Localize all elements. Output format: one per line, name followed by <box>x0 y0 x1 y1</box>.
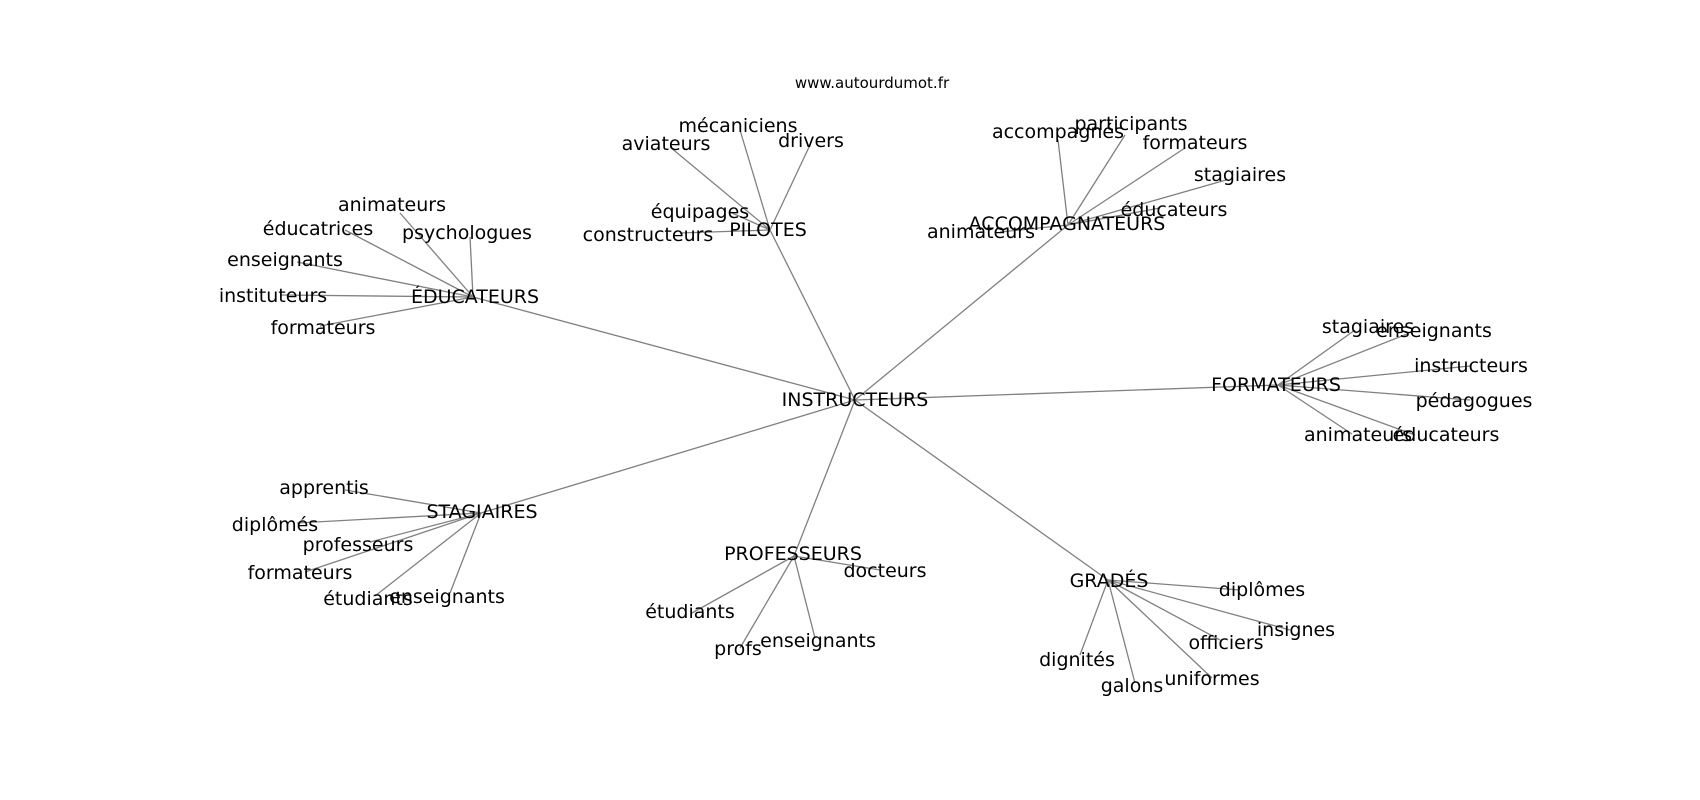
hub-node-formateurs: FORMATEURS <box>1211 374 1341 396</box>
leaf-node-psychologues: psychologues <box>402 222 532 244</box>
edge-educateurs-enseignants <box>296 261 474 298</box>
edge-pilotes-equipages <box>729 211 771 231</box>
edge-center-stagiaires <box>480 399 856 514</box>
edge-educateurs-animateurs <box>399 212 474 298</box>
leaf-node-constructeurs: constructeurs <box>583 224 714 246</box>
leaf-node-pedagogues: pédagogues <box>1416 390 1533 412</box>
leaf-node-stagiaires: stagiaires <box>1194 164 1286 186</box>
leaf-node-etudiants: étudiants <box>323 588 413 610</box>
edge-pilotes-drivers <box>769 144 811 231</box>
edge-stagiaires-apprentis <box>344 489 482 514</box>
leaf-node-accompagnes: accompagnés <box>992 121 1124 143</box>
edge-stagiaires-professeurs <box>369 512 482 543</box>
leaf-node-officiers: officiers <box>1188 632 1263 654</box>
edge-professeurs-profs <box>739 555 795 649</box>
edge-formateurs-stagiaires <box>1277 329 1356 386</box>
edge-stagiaires-enseignants <box>449 512 482 594</box>
edge-grades-officiers <box>1107 579 1221 641</box>
leaf-node-dignites: dignités <box>1039 649 1115 671</box>
edge-pilotes-mecaniciens <box>739 129 771 231</box>
hub-node-accompagnateurs: ACCOMPAGNATEURS <box>969 213 1166 235</box>
edge-grades-uniformes <box>1107 579 1213 679</box>
leaf-node-etudiants: étudiants <box>645 601 735 623</box>
edge-stagiaires-diplomes <box>296 512 482 524</box>
edge-formateurs-enseignants <box>1277 333 1408 386</box>
leaf-node-apprentis: apprentis <box>279 477 369 499</box>
edge-grades-insignes <box>1107 579 1291 631</box>
edge-accompagnateurs-stagiaires <box>1067 179 1227 226</box>
leaf-node-formateurs: formateurs <box>248 562 353 584</box>
edge-center-accompagnateurs <box>854 224 1069 401</box>
edge-formateurs-instructeurs <box>1277 365 1471 386</box>
leaf-node-diplomes: diplômés <box>232 514 318 536</box>
edge-pilotes-constructeurs <box>679 229 771 234</box>
edge-pilotes-aviateurs <box>669 146 771 231</box>
edge-formateurs-animateurs <box>1277 384 1353 435</box>
edge-educateurs-psychologues <box>469 236 474 298</box>
leaf-node-diplomes: diplômes <box>1219 579 1305 601</box>
leaf-node-equipages: équipages <box>651 201 749 223</box>
hub-node-professeurs: PROFESSEURS <box>724 543 862 565</box>
edge-accompagnateurs-accompagnes <box>1057 139 1069 226</box>
hub-node-grades: GRADÉS <box>1070 569 1149 592</box>
leaf-node-instituteurs: instituteurs <box>219 285 327 307</box>
edge-grades-galons <box>1107 579 1136 684</box>
leaf-node-educateurs: éducateurs <box>1393 424 1500 446</box>
hub-node-stagiaires: STAGIAIRES <box>426 501 537 523</box>
edge-educateurs-educatrices <box>344 229 474 298</box>
node-labels: INSTRUCTEURSÉDUCATEURSanimateurséducatri… <box>219 113 1533 697</box>
edge-formateurs-pedagogues <box>1277 384 1471 401</box>
edge-center-educateurs <box>472 296 856 401</box>
leaf-node-enseignants: enseignants <box>227 249 343 271</box>
leaf-node-animateurs: animateurs <box>338 194 446 216</box>
leaf-node-insignes: insignes <box>1257 619 1335 641</box>
leaf-node-instructeurs: instructeurs <box>1414 355 1528 377</box>
edge-educateurs-formateurs <box>319 296 474 327</box>
edge-formateurs-educateurs <box>1277 384 1416 436</box>
leaf-node-participants: participants <box>1074 113 1187 135</box>
leaf-node-stagiaires: stagiaires <box>1322 316 1414 338</box>
edge-professeurs-enseignants <box>793 555 816 639</box>
leaf-node-uniformes: uniformes <box>1164 668 1259 690</box>
hub-node-educateurs: ÉDUCATEURS <box>411 285 539 308</box>
leaf-node-educatrices: éducatrices <box>263 218 373 240</box>
leaf-node-enseignants: enseignants <box>389 586 505 608</box>
edge-accompagnateurs-participants <box>1067 134 1126 226</box>
edge-stagiaires-formateurs <box>304 512 482 573</box>
edge-accompagnateurs-educateurs <box>1067 207 1161 226</box>
edge-center-pilotes <box>769 229 856 401</box>
edge-accompagnateurs-formateurs <box>1067 147 1186 226</box>
hub-node-pilotes: PILOTES <box>729 219 807 241</box>
leaf-node-formateurs: formateurs <box>271 317 376 339</box>
leaf-node-galons: galons <box>1101 675 1164 697</box>
edge-educateurs-instituteurs <box>280 294 474 298</box>
leaf-node-enseignants: enseignants <box>760 630 876 652</box>
leaf-node-enseignants: enseignants <box>1376 320 1492 342</box>
leaf-node-docteurs: docteurs <box>843 560 926 582</box>
edge-accompagnateurs-animateurs <box>999 224 1069 233</box>
edge-center-grades <box>854 399 1109 581</box>
edge-grades-diplomes <box>1107 579 1241 591</box>
leaf-node-professeurs: professeurs <box>303 534 414 556</box>
leaf-node-educateurs: éducateurs <box>1121 199 1228 221</box>
site-url: www.autourdumot.fr <box>795 74 950 92</box>
leaf-node-mecaniciens: mécaniciens <box>679 115 798 137</box>
edge-professeurs-etudiants <box>691 555 795 614</box>
edge-grades-dignites <box>1079 579 1109 656</box>
leaf-node-formateurs: formateurs <box>1143 132 1248 154</box>
center-node-label: INSTRUCTEURS <box>782 389 929 411</box>
edge-professeurs-docteurs <box>793 555 881 571</box>
edge-center-formateurs <box>854 384 1279 401</box>
leaf-node-drivers: drivers <box>778 130 844 152</box>
edges <box>280 129 1471 684</box>
leaf-node-profs: profs <box>714 638 762 660</box>
leaf-node-animateurs: animateurs <box>1304 424 1412 446</box>
leaf-node-animateurs: animateurs <box>927 221 1035 243</box>
edge-center-professeurs <box>793 399 856 557</box>
leaf-node-aviateurs: aviateurs <box>622 133 711 155</box>
edge-stagiaires-etudiants <box>374 512 482 597</box>
